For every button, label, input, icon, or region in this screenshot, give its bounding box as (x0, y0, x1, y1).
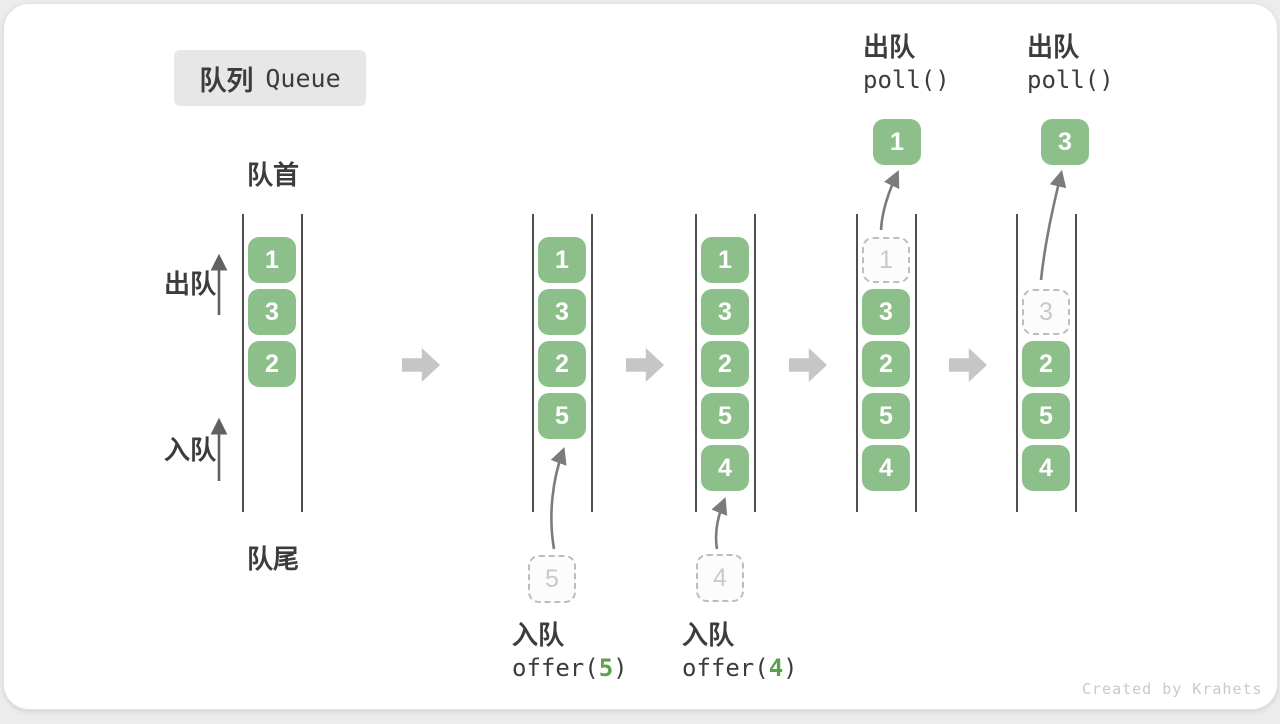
queue1-left-rail (242, 214, 244, 512)
enqueue-4-arrow-icon (711, 497, 728, 550)
queue4-cell: 4 (862, 445, 910, 491)
queue3-cell: 5 (701, 393, 749, 439)
enqueue-side-label: 入队 (164, 435, 217, 465)
queue1-right-rail (301, 214, 303, 512)
queue4-polled-value-cell: 1 (873, 119, 921, 165)
queue5-cell: 4 (1022, 445, 1070, 491)
queue2-right-rail (591, 214, 593, 512)
queue2-cell: 5 (538, 393, 586, 439)
enqueue5-operation-label: 入队 offer(5) (512, 620, 628, 683)
title-english: Queue (265, 63, 341, 93)
queue5-polled-value-cell: 3 (1041, 119, 1089, 165)
queue3-right-rail (754, 214, 756, 512)
enqueue-5-arrow-icon (550, 447, 567, 550)
enqueue5-code: offer(5) (512, 653, 628, 683)
queue1-cell: 1 (248, 237, 296, 283)
queue3-left-rail (695, 214, 697, 512)
queue-rear-label: 队尾 (246, 544, 299, 574)
step-arrow-icon (789, 348, 827, 382)
queue2-left-rail (532, 214, 534, 512)
queue4-cell: 3 (862, 289, 910, 335)
enqueue5-arg: 5 (598, 654, 614, 682)
enqueue5-close: ) (613, 654, 628, 682)
poll-1-arrow-icon (879, 170, 900, 231)
poll1-code: poll() (863, 66, 950, 94)
queue5-cell: 5 (1022, 393, 1070, 439)
queue4-cell: 5 (862, 393, 910, 439)
enqueue4-arg: 4 (768, 654, 784, 682)
enqueue5-fn: offer( (512, 654, 599, 682)
queue3-incoming-ghost-cell: 4 (696, 554, 744, 602)
poll2-code: poll() (1027, 66, 1114, 94)
step-arrow-icon (626, 348, 664, 382)
queue2-incoming-ghost-cell: 5 (528, 555, 576, 603)
enqueue4-code: offer(4) (682, 653, 798, 683)
enqueue4-action: 入队 (682, 620, 735, 650)
queue3-cell: 2 (701, 341, 749, 387)
queue3-cell: 3 (701, 289, 749, 335)
poll1-operation-label: 出队 poll() (863, 32, 950, 95)
poll1-action: 出队 (863, 32, 916, 62)
queue5-dequeued-ghost-cell: 3 (1022, 289, 1070, 335)
step-arrow-icon (949, 348, 987, 382)
queue1-cell: 3 (248, 289, 296, 335)
title-chinese: 队列 (199, 65, 254, 96)
title-badge: 队列 Queue (174, 50, 366, 106)
queue2-cell: 3 (538, 289, 586, 335)
queue3-cell: 1 (701, 237, 749, 283)
queue5-cell: 2 (1022, 341, 1070, 387)
poll2-operation-label: 出队 poll() (1027, 32, 1114, 95)
enqueue5-action: 入队 (512, 620, 565, 650)
enqueue4-operation-label: 入队 offer(4) (682, 620, 798, 683)
poll2-action: 出队 (1027, 32, 1080, 62)
queue4-dequeued-ghost-cell: 1 (862, 237, 910, 283)
queue2-cell: 1 (538, 237, 586, 283)
step-arrow-icon (402, 348, 440, 382)
queue2-cell: 2 (538, 341, 586, 387)
poll-3-arrow-icon (1039, 169, 1067, 281)
dequeue-side-label: 出队 (164, 269, 217, 299)
queue4-right-rail (915, 214, 917, 512)
queue5-left-rail (1016, 214, 1018, 512)
watermark-credit: Created by Krahets (1082, 680, 1263, 698)
enqueue4-close: ) (783, 654, 798, 682)
diagram-canvas: 队列 Queue 队首 队尾 出队 入队 1 3 2 1 3 2 5 5 入队 … (3, 3, 1278, 710)
queue1-cell: 2 (248, 341, 296, 387)
queue5-right-rail (1075, 214, 1077, 512)
queue-front-label: 队首 (246, 160, 299, 190)
queue4-cell: 2 (862, 341, 910, 387)
queue4-left-rail (856, 214, 858, 512)
enqueue4-fn: offer( (682, 654, 769, 682)
queue3-cell: 4 (701, 445, 749, 491)
